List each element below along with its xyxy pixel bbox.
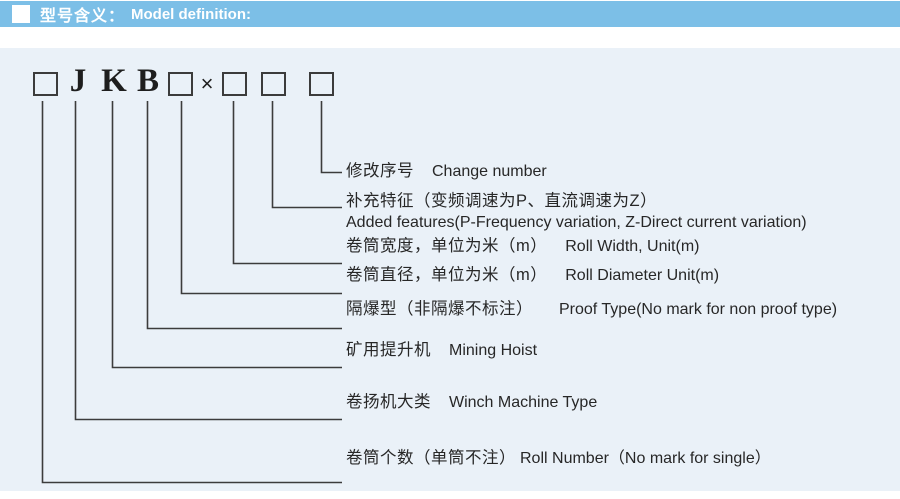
label-roll-number-cn: 卷筒个数（单筒不注） <box>346 449 516 467</box>
label-roll-width-en: Roll Width, Unit(m) <box>565 238 700 255</box>
label-roll-diameter-en: Roll Diameter Unit(m) <box>565 267 720 284</box>
connector-proof-type <box>146 101 342 330</box>
label-added-features: 补充特征（变频调速为P、直流调速为Z） Added features(P-Freq… <box>346 191 807 233</box>
label-roll-diameter: 卷筒直径，单位为米（m） Roll Diameter Unit(m) <box>346 265 719 286</box>
section-header-bar: 型号含义： Model definition: <box>0 1 900 27</box>
label-proof-type: 隔爆型（非隔爆不标注） Proof Type(No mark for non pr… <box>346 299 837 320</box>
label-change-number: 修改序号 Change number <box>346 161 547 182</box>
model-box-roll-width <box>222 72 247 96</box>
model-letter-b: B <box>136 63 159 99</box>
section-title-en: Model definition: <box>131 5 251 23</box>
label-change-number-en: Change number <box>432 163 547 180</box>
label-added-features-en: Added features(P-Frequency variation, Z-… <box>346 214 807 231</box>
connector-winch-type <box>74 101 342 421</box>
multiply-sign: × <box>200 71 214 96</box>
model-box-added-feature <box>261 72 286 96</box>
label-change-number-cn: 修改序号 <box>346 162 414 180</box>
label-roll-width: 卷筒宽度，单位为米（m） Roll Width, Unit(m) <box>346 236 699 257</box>
label-winch-type-en: Winch Machine Type <box>449 394 598 411</box>
label-roll-number-en: Roll Number（No mark for single） <box>520 450 771 467</box>
connector-added-features <box>271 101 342 209</box>
label-roll-width-cn: 卷筒宽度，单位为米（m） <box>346 237 548 255</box>
label-proof-type-cn: 隔爆型（非隔爆不标注） <box>346 300 533 318</box>
label-mining-hoist-en: Mining Hoist <box>449 342 538 359</box>
label-roll-number: 卷筒个数（单筒不注）Roll Number（No mark for single… <box>346 448 771 469</box>
label-roll-diameter-cn: 卷筒直径，单位为米（m） <box>346 266 548 284</box>
label-mining-hoist: 矿用提升机 Mining Hoist <box>346 340 537 361</box>
label-mining-hoist-cn: 矿用提升机 <box>346 341 431 359</box>
label-winch-type-cn: 卷扬机大类 <box>346 393 431 411</box>
connector-roll-number <box>41 101 342 484</box>
connector-mining-hoist <box>111 101 342 369</box>
connector-roll-diameter <box>180 101 342 295</box>
model-box-roll-diameter <box>168 72 193 96</box>
section-marker-square-icon <box>12 5 30 23</box>
label-added-features-cn: 补充特征（变频调速为P、直流调速为Z） <box>346 192 658 210</box>
label-proof-type-en: Proof Type(No mark for non proof type) <box>559 301 838 318</box>
model-letter-k: K <box>101 63 127 99</box>
section-title-cn: 型号含义： <box>40 8 126 25</box>
model-letter-j: J <box>69 63 87 99</box>
connector-change-number <box>320 101 342 174</box>
model-box-roll-number <box>33 72 58 96</box>
connector-roll-width <box>232 101 342 265</box>
model-box-change-number <box>309 72 334 96</box>
diagram-panel <box>0 48 900 491</box>
label-winch-type: 卷扬机大类 Winch Machine Type <box>346 392 597 413</box>
